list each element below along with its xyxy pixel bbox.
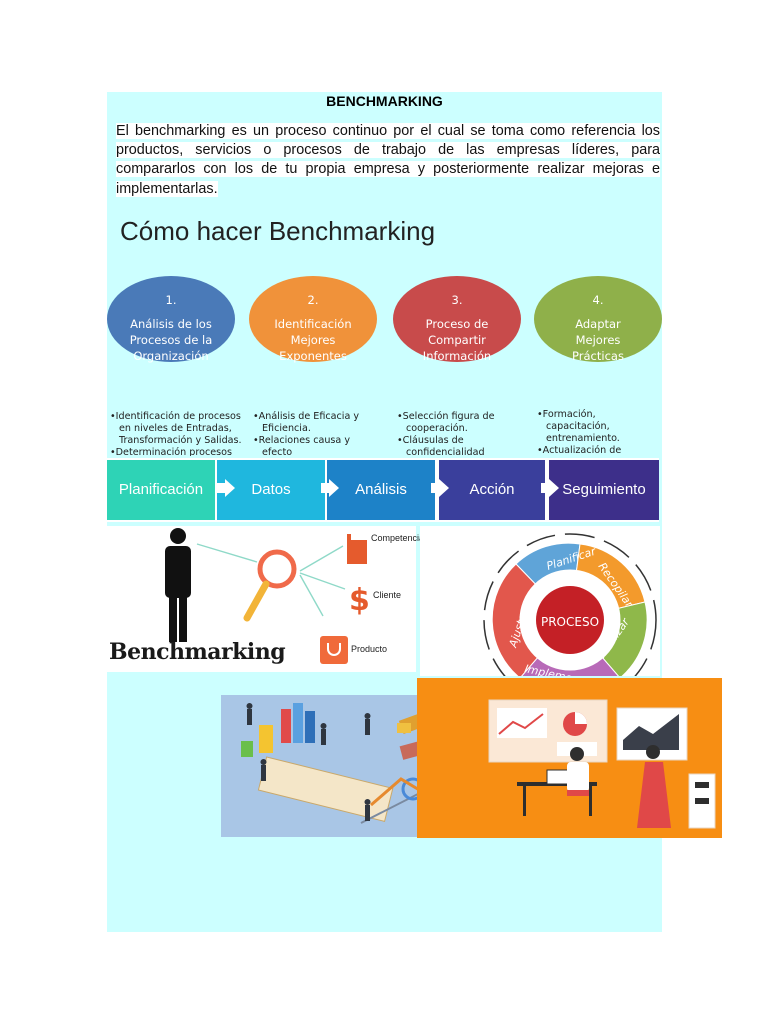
connector-lines [196, 543, 346, 617]
step-bullets-2: Análisis de Eficacia y Eficiencia. Relac… [253, 411, 371, 456]
step-label: Proceso de Compartir Información [422, 317, 492, 363]
flow-step-analisis: Análisis [327, 460, 435, 520]
dollar-icon: $ [349, 583, 370, 618]
cycle-illustration: PROCESO Planificar Recopilar Analizar Im… [483, 533, 657, 676]
step-label: Análisis de los Procesos de la Organizac… [129, 317, 213, 363]
label-producto: Producto [351, 644, 388, 654]
step-bullets-4: Formación, capacitación, entrenamiento. … [537, 409, 661, 456]
bullet-item: Formación, capacitación, entrenamiento. [537, 409, 661, 445]
document-paragraph-text: El benchmarking es un proceso continuo p… [116, 123, 660, 197]
arrow-right-icon [217, 479, 235, 497]
office-dashboard-illustration [417, 678, 722, 838]
flow-step-accion: Acción [439, 460, 545, 520]
arrow-right-icon [321, 479, 339, 497]
benchmarking-word: Benchmarking [109, 639, 286, 665]
cycle-center-label: PROCESO [541, 615, 599, 629]
step-circle-3: 3. Proceso de Compartir Información [393, 276, 521, 363]
flow-bar: Planificación Datos Análisis Acción Segu… [107, 458, 659, 522]
flow-step-datos: Datos [217, 460, 325, 520]
cycle-arrow-ring [483, 533, 657, 676]
cycle-center [536, 586, 604, 654]
person-icon [165, 528, 191, 642]
benchmarking-illustration: $ [165, 528, 370, 664]
document-title: BENCHMARKING [326, 93, 443, 109]
step-label: Identificación Mejores Exponentes [274, 317, 352, 363]
step-number: 4. [592, 293, 604, 307]
step-number: 1. [165, 293, 177, 307]
flow-step-label: Análisis [355, 481, 407, 498]
process-cycle-diagram: PROCESO Planificar Recopilar Analizar Im… [420, 526, 660, 676]
step-bullets-1: Identificación de procesos en niveles de… [110, 411, 244, 456]
flow-step-label: Planificación [118, 481, 204, 498]
flow-step-planificacion: Planificación [107, 460, 215, 520]
office-illustration-graphic [488, 699, 716, 829]
arrow-right-icon [431, 479, 449, 497]
svg-text:$: $ [349, 583, 370, 618]
bullet-item: Selección figura de cooperación. [397, 411, 515, 435]
flow-step-label: Seguimiento [562, 481, 646, 498]
flow-step-label: Datos [251, 481, 291, 498]
step-bullets-3: Selección figura de cooperación. Cláusul… [397, 411, 515, 456]
step-number: 2. [307, 293, 319, 307]
step-circle-2: 2. Identificación Mejores Exponentes [249, 276, 377, 363]
bullet-item: Análisis de Eficacia y Eficiencia. [253, 411, 371, 435]
step-circle-4: 4. Adaptar Mejores Prácticas [534, 276, 662, 363]
document-paragraph: El benchmarking es un proceso continuo p… [116, 122, 660, 199]
benchmarking-diagram: $ Benchmarking Competencia Cliente Produ… [107, 526, 424, 672]
shopping-bag-icon [320, 636, 348, 664]
bullet-item: Cláusulas de confidencialidad [397, 435, 515, 456]
label-cliente: Cliente [373, 590, 402, 600]
step-label: Adaptar Mejores Prácticas [572, 317, 624, 363]
bullet-item: Identificación de procesos en niveles de… [110, 411, 244, 447]
bullet-item: Relaciones causa y efecto [253, 435, 371, 456]
step-circle-1: 1. Análisis de los Procesos de la Organi… [107, 276, 235, 363]
label-competencia: Competencia [371, 533, 425, 543]
bullet-item: Determinación procesos [110, 447, 244, 456]
flow-step-seguimiento: Seguimiento [549, 460, 659, 520]
building-icon [347, 534, 367, 564]
bullet-item: Actualización de Procesos [537, 445, 661, 456]
arrow-right-icon [541, 479, 559, 497]
magnifier-icon [243, 549, 297, 622]
flow-step-label: Acción [469, 481, 515, 498]
infographic-title: Cómo hacer Benchmarking [120, 216, 436, 246]
step-number: 3. [451, 293, 463, 307]
